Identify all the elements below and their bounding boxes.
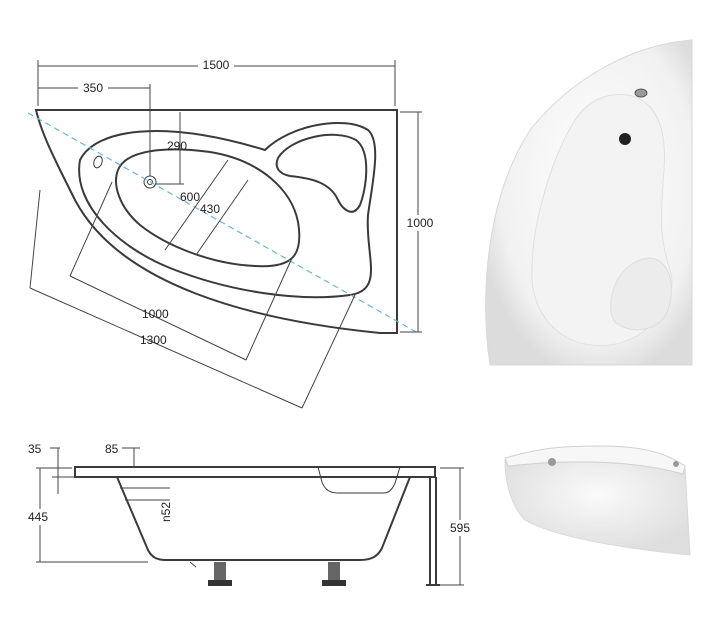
drain-hole-inner [147,179,153,185]
side-shell-outline [116,476,411,561]
dim-line-1000-diagonal [69,275,247,361]
photo-side-overflow-icon [673,461,679,467]
dim-label-1000-diagonal: 1000 [142,307,169,321]
tub-inner-basin [115,148,301,268]
side-headrest-outline [317,466,401,494]
overflow-hole [93,155,103,169]
dim-ext-1000-right [245,257,293,361]
dim-label-1500: 1500 [203,58,230,72]
dim-ext-1000-left [69,181,113,277]
foot-left-base [208,580,232,586]
dim-label-600: 600 [180,190,200,204]
photo-side-drain-icon [548,458,556,466]
side-rim-outline [74,466,436,478]
dim-line-600 [164,159,229,251]
product-photo-side [504,445,691,556]
dim-ext-1300-left [29,189,41,289]
photo-top-drain-icon [619,133,631,145]
headrest-outline [275,133,368,213]
dim-line-430 [195,179,249,256]
photo-top-overflow-icon [634,88,648,98]
product-photo-top [485,39,693,366]
dim-line-1300 [29,287,303,409]
side-view: 35 85 445 n52 595 [24,442,476,586]
diagonal-axis-line [27,112,419,334]
tub-outer-outline [34,109,398,334]
dim-label-bg-1500 [198,57,234,73]
photo-top-headrest [610,257,672,331]
dim-label-bg-445 [24,509,54,525]
dim-label-bg-595 [444,520,476,536]
dim-label-bg-350 [78,80,108,96]
dim-label-35: 35 [28,442,42,456]
dim-label-430: 430 [200,202,220,216]
dim-ext-1300-right [301,294,356,409]
dim-label-445: 445 [28,510,48,524]
dim-label-290: 290 [167,139,187,153]
dim-label-85: 85 [105,442,119,456]
photo-side-rim [504,445,686,475]
tub-bowl-outline [78,122,377,299]
dim-line-center [189,561,197,568]
top-view: 1500 350 290 1000 600 430 1000 1300 [27,57,436,409]
dim-label-bg-1000-vertical [404,215,436,231]
dim-label-n52: n52 [159,502,173,522]
dim-label-1300: 1300 [140,333,167,347]
foot-right [328,562,340,584]
dim-label-350: 350 [83,81,103,95]
dim-label-595: 595 [450,521,470,535]
foot-right-base [322,580,346,586]
dim-label-1000-vertical: 1000 [407,216,434,230]
foot-left [214,562,226,584]
